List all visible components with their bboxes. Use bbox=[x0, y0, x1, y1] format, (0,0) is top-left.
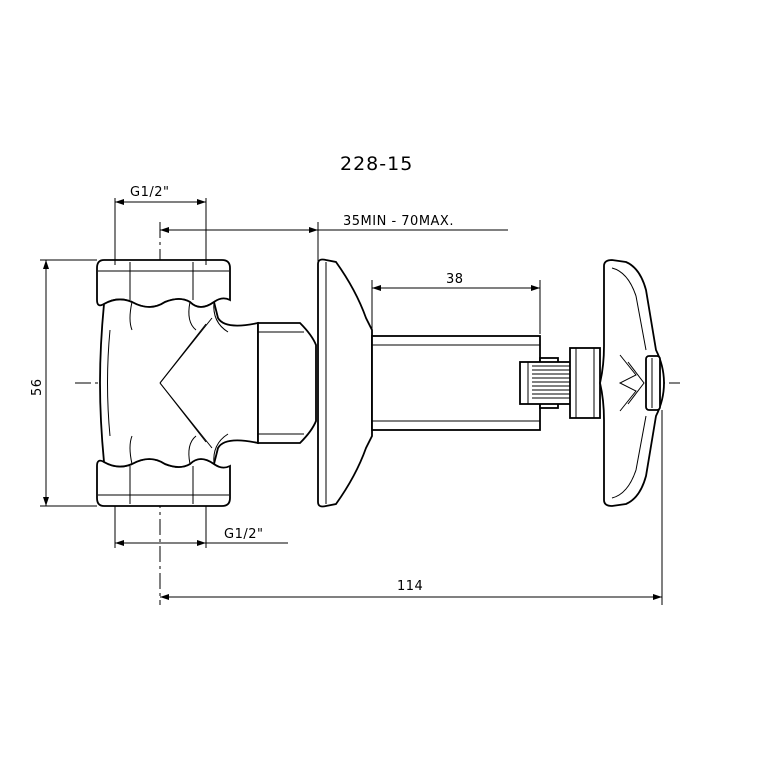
height-label: 56 bbox=[30, 378, 45, 396]
dimension-thread-top: G1/2" bbox=[114, 185, 207, 265]
stem-length-label: 38 bbox=[446, 272, 464, 287]
stem-sleeve bbox=[371, 335, 541, 431]
spindle bbox=[519, 347, 601, 419]
thread-top-label: G1/2" bbox=[130, 185, 169, 200]
dimension-stem-length: 38 bbox=[371, 272, 541, 334]
cross-handle bbox=[599, 259, 665, 507]
dimension-thread-bottom: G1/2" bbox=[114, 506, 288, 548]
total-length-label: 114 bbox=[397, 579, 423, 594]
wall-depth-label: 35MIN - 70MAX. bbox=[343, 214, 454, 229]
wall-rosette bbox=[317, 258, 373, 508]
dimension-height: 56 bbox=[30, 259, 97, 507]
thread-bottom-label: G1/2" bbox=[224, 527, 263, 542]
dimension-total-length: 114 bbox=[160, 410, 663, 605]
dimension-wall-depth: 35MIN - 70MAX. bbox=[160, 214, 508, 262]
valve-body bbox=[96, 259, 317, 507]
model-number: 228-15 bbox=[340, 153, 413, 175]
